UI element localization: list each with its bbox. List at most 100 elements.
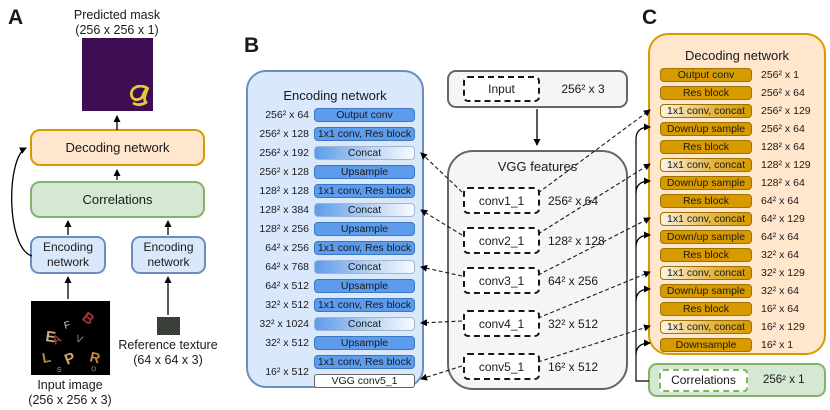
row-op-box: Upsample: [314, 279, 415, 293]
predicted-mask-caption: Predicted mask (256 x 256 x 1): [42, 8, 192, 39]
row-dim-label: 256² x 64: [761, 123, 805, 135]
vgg-layer-conv2-1: conv2_1 128² x 128: [463, 227, 605, 254]
decoder-row: 1x1 conv, concat 32² x 129: [650, 266, 824, 280]
svg-text:V: V: [74, 333, 84, 346]
row-op-box: Down/up sample: [660, 284, 752, 298]
row-dim-label: 16² x 129: [761, 321, 805, 333]
row-op-box: Upsample: [314, 165, 415, 179]
row-dim-label: 16² x 64: [761, 303, 799, 315]
row-dim-label: 256² x 1: [761, 69, 799, 81]
encoding-network-box-right: Encoding network: [131, 236, 206, 274]
row-dim-label: 32² x 1024: [259, 318, 309, 330]
row-op-box: Output conv: [314, 108, 415, 122]
input-box: Input: [463, 76, 540, 102]
decoding-network-box: Decoding network: [30, 129, 205, 166]
vgg-layer-conv4-1: conv4_1 32² x 512: [463, 310, 598, 337]
correlations-dashed-box: Correlations: [659, 368, 748, 392]
row-op-box: Concat: [314, 146, 415, 160]
row-dim-label: 128² x 129: [761, 159, 811, 171]
row-dim-label: 32² x 129: [761, 267, 805, 279]
row-op-box: Down/up sample: [660, 230, 752, 244]
row-op-box: 1x1 conv, Res block: [314, 241, 415, 255]
row-op-box: Res block: [660, 194, 752, 208]
row-op-box: 1x1 conv, Res block: [314, 184, 415, 198]
predicted-mask-title: Predicted mask: [73, 8, 161, 22]
vgg-layer-dim: 256² x 64: [548, 193, 599, 208]
correlations-dim: 256² x 1: [763, 374, 805, 386]
row-op-box: Concat: [314, 260, 415, 274]
decoder-row: Down/up sample 256² x 64: [650, 122, 824, 136]
vgg-layer-box: conv2_1: [463, 227, 540, 254]
row-dim-label: 64² x 64: [761, 195, 799, 207]
row-dim-label: 64² x 129: [761, 213, 805, 225]
input-bar: Input 256² x 3: [447, 70, 628, 108]
vgg-layer-dim: 32² x 512: [548, 316, 599, 331]
svg-text:E: E: [44, 328, 56, 346]
row-dim-label: 128² x 128: [259, 185, 309, 197]
row-op-box: 1x1 conv, concat: [660, 212, 752, 226]
encoding-right-line2: network: [147, 255, 190, 269]
encoding-left-line2: network: [46, 255, 90, 269]
vgg-features-container: VGG features conv1_1 256² x 64 conv2_1 1…: [447, 150, 628, 390]
input-image-label: Input image: [37, 378, 103, 392]
row-dim-label: 32² x 64: [761, 249, 799, 261]
input-dim: 256² x 3: [561, 82, 605, 96]
predicted-mask-image: [82, 38, 153, 111]
svg-text:R: R: [88, 348, 102, 366]
row-op-box: 1x1 conv, Res block: [314, 355, 415, 369]
panel-b-label: B: [244, 34, 260, 57]
row-dim-label: 128² x 64: [761, 177, 805, 189]
input-image-thumbnail: B F E V A L P R o s: [31, 301, 110, 375]
row-dim-label: 256² x 128: [259, 128, 309, 140]
reference-texture-label: Reference texture: [118, 338, 218, 352]
row-dim-label: 32² x 64: [761, 285, 799, 297]
row-op-box: Res block: [660, 140, 752, 154]
row-op-box: Concat: [314, 203, 415, 217]
row-op-box: Res block: [660, 302, 752, 316]
encoding-left-line1: Encoding: [42, 240, 94, 255]
svg-text:o: o: [91, 363, 97, 373]
encoder-bottom-group: 16² x 512 1x1 conv, Res block VGG conv5_…: [248, 355, 415, 388]
skip-connection-arrow: [11, 147, 33, 257]
svg-text:s: s: [57, 364, 62, 374]
predicted-mask-dims: (256 x 256 x 1): [75, 23, 159, 38]
panel-a-label: A: [8, 6, 24, 29]
reference-texture-dims: (64 x 64 x 3): [133, 353, 203, 368]
row-dim-label: 16² x 512: [265, 365, 309, 378]
correlations-box: Correlations: [30, 181, 205, 218]
reference-texture-caption: Reference texture (64 x 64 x 3): [98, 338, 238, 369]
decoder-row: Res block 256² x 64: [650, 86, 824, 100]
row-dim-label: 16² x 1: [761, 339, 794, 351]
row-op-box: Res block: [660, 86, 752, 100]
mask-squiggle-icon: [130, 85, 150, 107]
vgg-layer-conv1-1: conv1_1 256² x 64: [463, 187, 598, 214]
row-dim-label: 256² x 64: [761, 87, 805, 99]
row-op-box: Downsample: [660, 338, 752, 352]
row-op-box: Down/up sample: [660, 122, 752, 136]
row-op-box: 1x1 conv, concat: [660, 266, 752, 280]
decoding-network-title: Decoding network: [684, 48, 790, 63]
vgg-layer-dim: 64² x 256: [548, 273, 599, 288]
correlations-bar: Correlations 256² x 1: [648, 363, 826, 397]
row-dim-label: 256² x 129: [761, 105, 811, 117]
row-dim-label: 128² x 64: [761, 141, 805, 153]
vgg-conv5-box: VGG conv5_1: [314, 374, 415, 388]
encoding-network-title: Encoding network: [283, 88, 387, 103]
input-image-dims: (256 x 256 x 3): [28, 393, 112, 408]
